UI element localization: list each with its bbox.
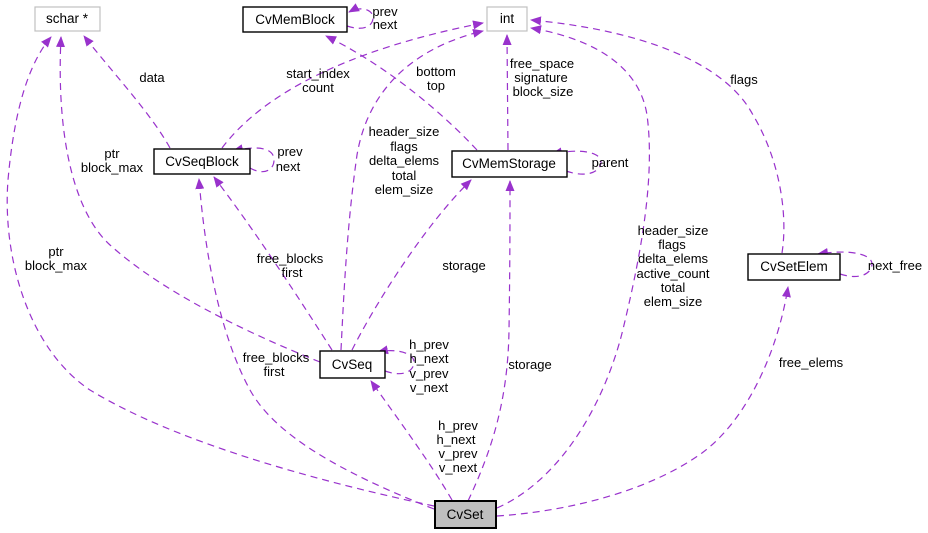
node-cvmemstorage-label: CvMemStorage — [462, 156, 556, 171]
node-cvset-box — [434, 500, 497, 529]
node-schar-ptr: schar * — [34, 6, 101, 32]
node-schar-ptr-label: schar * — [46, 11, 89, 26]
edge-label-set-elemsize: elem_size — [644, 294, 703, 309]
edge-cvmemstorage-bottom-cvmemblock — [325, 35, 478, 151]
edge-label-startindex: start_index — [286, 66, 350, 81]
edge-cvset-ptr-schar — [6, 36, 435, 507]
node-cvseqblock[interactable]: CvSeqBlock — [153, 148, 251, 175]
edge-label-seq-storage: storage — [442, 258, 485, 273]
edge-label-bottom: bottom — [416, 64, 456, 79]
node-cvmemstorage-box[interactable] — [451, 150, 568, 178]
edges — [6, 3, 873, 517]
edge-label-count: count — [302, 80, 334, 95]
node-cvsetelem-label: CvSetElem — [760, 259, 828, 274]
edge-label-seq-vnext: v_next — [410, 380, 449, 395]
edge-label-set-storage: storage — [508, 357, 551, 372]
edge-cvset-freeelems-cvsetelem — [496, 286, 791, 517]
edge-label-seq-vprev: v_prev — [409, 366, 449, 381]
edge-label-seqblock-prev: prev — [277, 144, 303, 159]
edge-label-seq-total: total — [392, 168, 417, 183]
edge-cvseq-headersize-int — [340, 28, 484, 351]
edge-cvmemstorage-parent-loop — [551, 147, 602, 175]
edge-label-data: data — [139, 70, 165, 85]
node-int-box — [486, 6, 528, 32]
edge-label-parent: parent — [592, 155, 629, 170]
node-cvmemblock-box[interactable] — [242, 6, 348, 33]
node-cvseqblock-label: CvSeqBlock — [165, 154, 239, 169]
node-cvseqblock-box[interactable] — [153, 148, 251, 175]
edge-label-set-activecount: active_count — [637, 266, 710, 281]
edge-label-blocksize: block_size — [513, 84, 574, 99]
edge-cvseqblock-startindex-int — [221, 20, 484, 149]
edge-labels: data ptr block_max ptr block_max prev ne… — [25, 4, 922, 475]
edge-cvset-freeblocks-cvseqblock — [195, 178, 435, 510]
node-cvmemblock-label: CvMemBlock — [255, 12, 335, 27]
edge-cvseq-self-loop — [377, 345, 415, 375]
node-cvsetelem[interactable]: CvSetElem — [747, 253, 841, 281]
edge-cvmemstorage-freespace-int — [502, 34, 512, 151]
edge-label-set-vprev: v_prev — [438, 446, 478, 461]
edge-label-set-first: first — [264, 364, 285, 379]
edge-cvseq-storage-cvmemstorage — [351, 179, 472, 351]
edge-cvmemblock-self-loop — [346, 3, 374, 29]
edge-label-seq-first: first — [282, 265, 303, 280]
edge-cvsetelem-flags-int — [530, 16, 785, 254]
node-int: int — [486, 6, 528, 32]
edge-label-set-headersize: header_size — [638, 223, 709, 238]
edge-label-signature: signature — [514, 70, 567, 85]
node-int-label: int — [500, 11, 515, 26]
edge-label-set-deltaelems: delta_elems — [638, 251, 709, 266]
node-schar-ptr-box — [34, 6, 101, 32]
node-cvmemstorage[interactable]: CvMemStorage — [451, 150, 568, 178]
node-cvset: CvSet — [434, 500, 497, 529]
edge-label-memblock-next: next — [373, 17, 398, 32]
edge-cvset-hprev-cvseq — [370, 380, 453, 501]
edge-cvseqblock-data-schar — [83, 35, 171, 149]
edge-label-set-vnext: v_next — [439, 460, 478, 475]
edge-label-cvseq-blockmax: block_max — [81, 160, 144, 175]
node-cvmemblock[interactable]: CvMemBlock — [242, 6, 348, 33]
edge-label-seq-hprev: h_prev — [409, 337, 449, 352]
edge-label-seqblock-next: next — [276, 159, 301, 174]
edge-label-nextfree: next_free — [868, 258, 922, 273]
edge-label-seq-freeblocks: free_blocks — [257, 251, 324, 266]
edge-cvseq-freeblocks-cvseqblock — [213, 176, 333, 351]
node-cvseq[interactable]: CvSeq — [319, 350, 386, 379]
node-cvset-label: CvSet — [447, 507, 484, 522]
node-cvsetelem-box[interactable] — [747, 253, 841, 281]
node-cvseq-box[interactable] — [319, 350, 386, 379]
edge-cvseq-ptr-schar — [56, 36, 321, 363]
edge-label-setelem-flags: flags — [730, 72, 758, 87]
edge-label-seq-flags: flags — [390, 139, 418, 154]
edge-label-cvset-blockmax: block_max — [25, 258, 88, 273]
edge-cvset-storage-cvmemstorage — [467, 180, 515, 502]
edge-label-seq-elemsize: elem_size — [375, 182, 434, 197]
edge-label-set-freeblocks: free_blocks — [243, 350, 310, 365]
node-cvseq-label: CvSeq — [332, 357, 373, 372]
edge-label-set-flags: flags — [658, 237, 686, 252]
edge-label-freespace: free_space — [510, 56, 574, 71]
edge-label-set-total: total — [661, 280, 686, 295]
edge-label-cvset-ptr: ptr — [48, 244, 64, 259]
edge-label-set-hnext: h_next — [436, 432, 475, 447]
edge-label-memblock-prev: prev — [372, 4, 398, 19]
edge-label-seq-headersize: header_size — [369, 124, 440, 139]
edge-cvsetelem-nextfree-loop — [817, 248, 873, 278]
edge-label-seq-hnext: h_next — [409, 351, 448, 366]
edge-label-set-hprev: h_prev — [438, 418, 478, 433]
edge-cvset-headersize-int — [496, 25, 651, 509]
edge-label-top: top — [427, 78, 445, 93]
edge-label-cvseq-ptr: ptr — [104, 146, 120, 161]
edge-label-freeelems: free_elems — [779, 355, 844, 370]
edge-label-seq-deltaelems: delta_elems — [369, 153, 440, 168]
